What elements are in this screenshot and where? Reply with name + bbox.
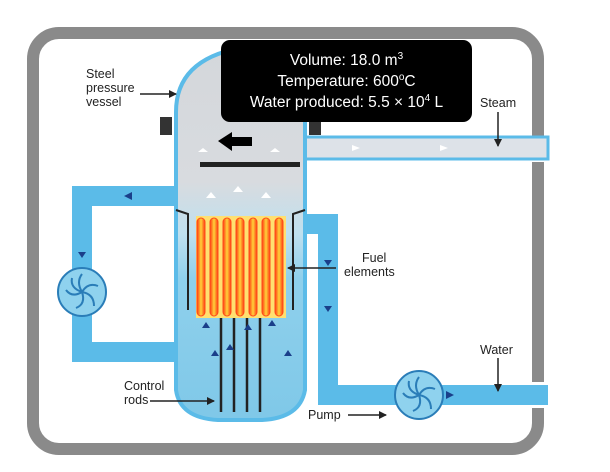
- steam-flow-arrow: [218, 132, 252, 151]
- flow-arrows-blue: [78, 192, 454, 399]
- label-leader-lines: [140, 90, 502, 419]
- core-shroud: [175, 209, 189, 310]
- steam-pipe: [303, 135, 550, 161]
- recirculation-pump: [57, 267, 107, 317]
- info-volume: Volume: 18.0 m3: [289, 50, 404, 69]
- diagram-frame: [27, 27, 544, 455]
- label-fuel-elements: Fuel elements: [344, 251, 395, 279]
- info-temperature: Temperature: 600oC: [277, 71, 416, 90]
- control-rods: [219, 318, 262, 412]
- label-steel-pressure-vessel: Steel pressure vessel: [86, 67, 135, 109]
- label-pump: Pump: [308, 408, 341, 422]
- label-water: Water: [480, 343, 513, 357]
- reactor-info-box: Volume: 18.0 m3 Temperature: 600oC Water…: [221, 40, 472, 122]
- label-steam: Steam: [480, 96, 517, 110]
- info-water-produced: Water produced: 5.5 × 104 L: [249, 92, 444, 111]
- fuel-elements: [196, 216, 286, 318]
- vessel-flange-left: [160, 117, 172, 135]
- feedwater-pipe: [305, 214, 548, 405]
- feedwater-pump: [394, 370, 444, 420]
- label-control-rods: Control rods: [124, 379, 165, 407]
- flow-arrows-white: [198, 145, 448, 198]
- steam-separator-plate: [200, 162, 300, 167]
